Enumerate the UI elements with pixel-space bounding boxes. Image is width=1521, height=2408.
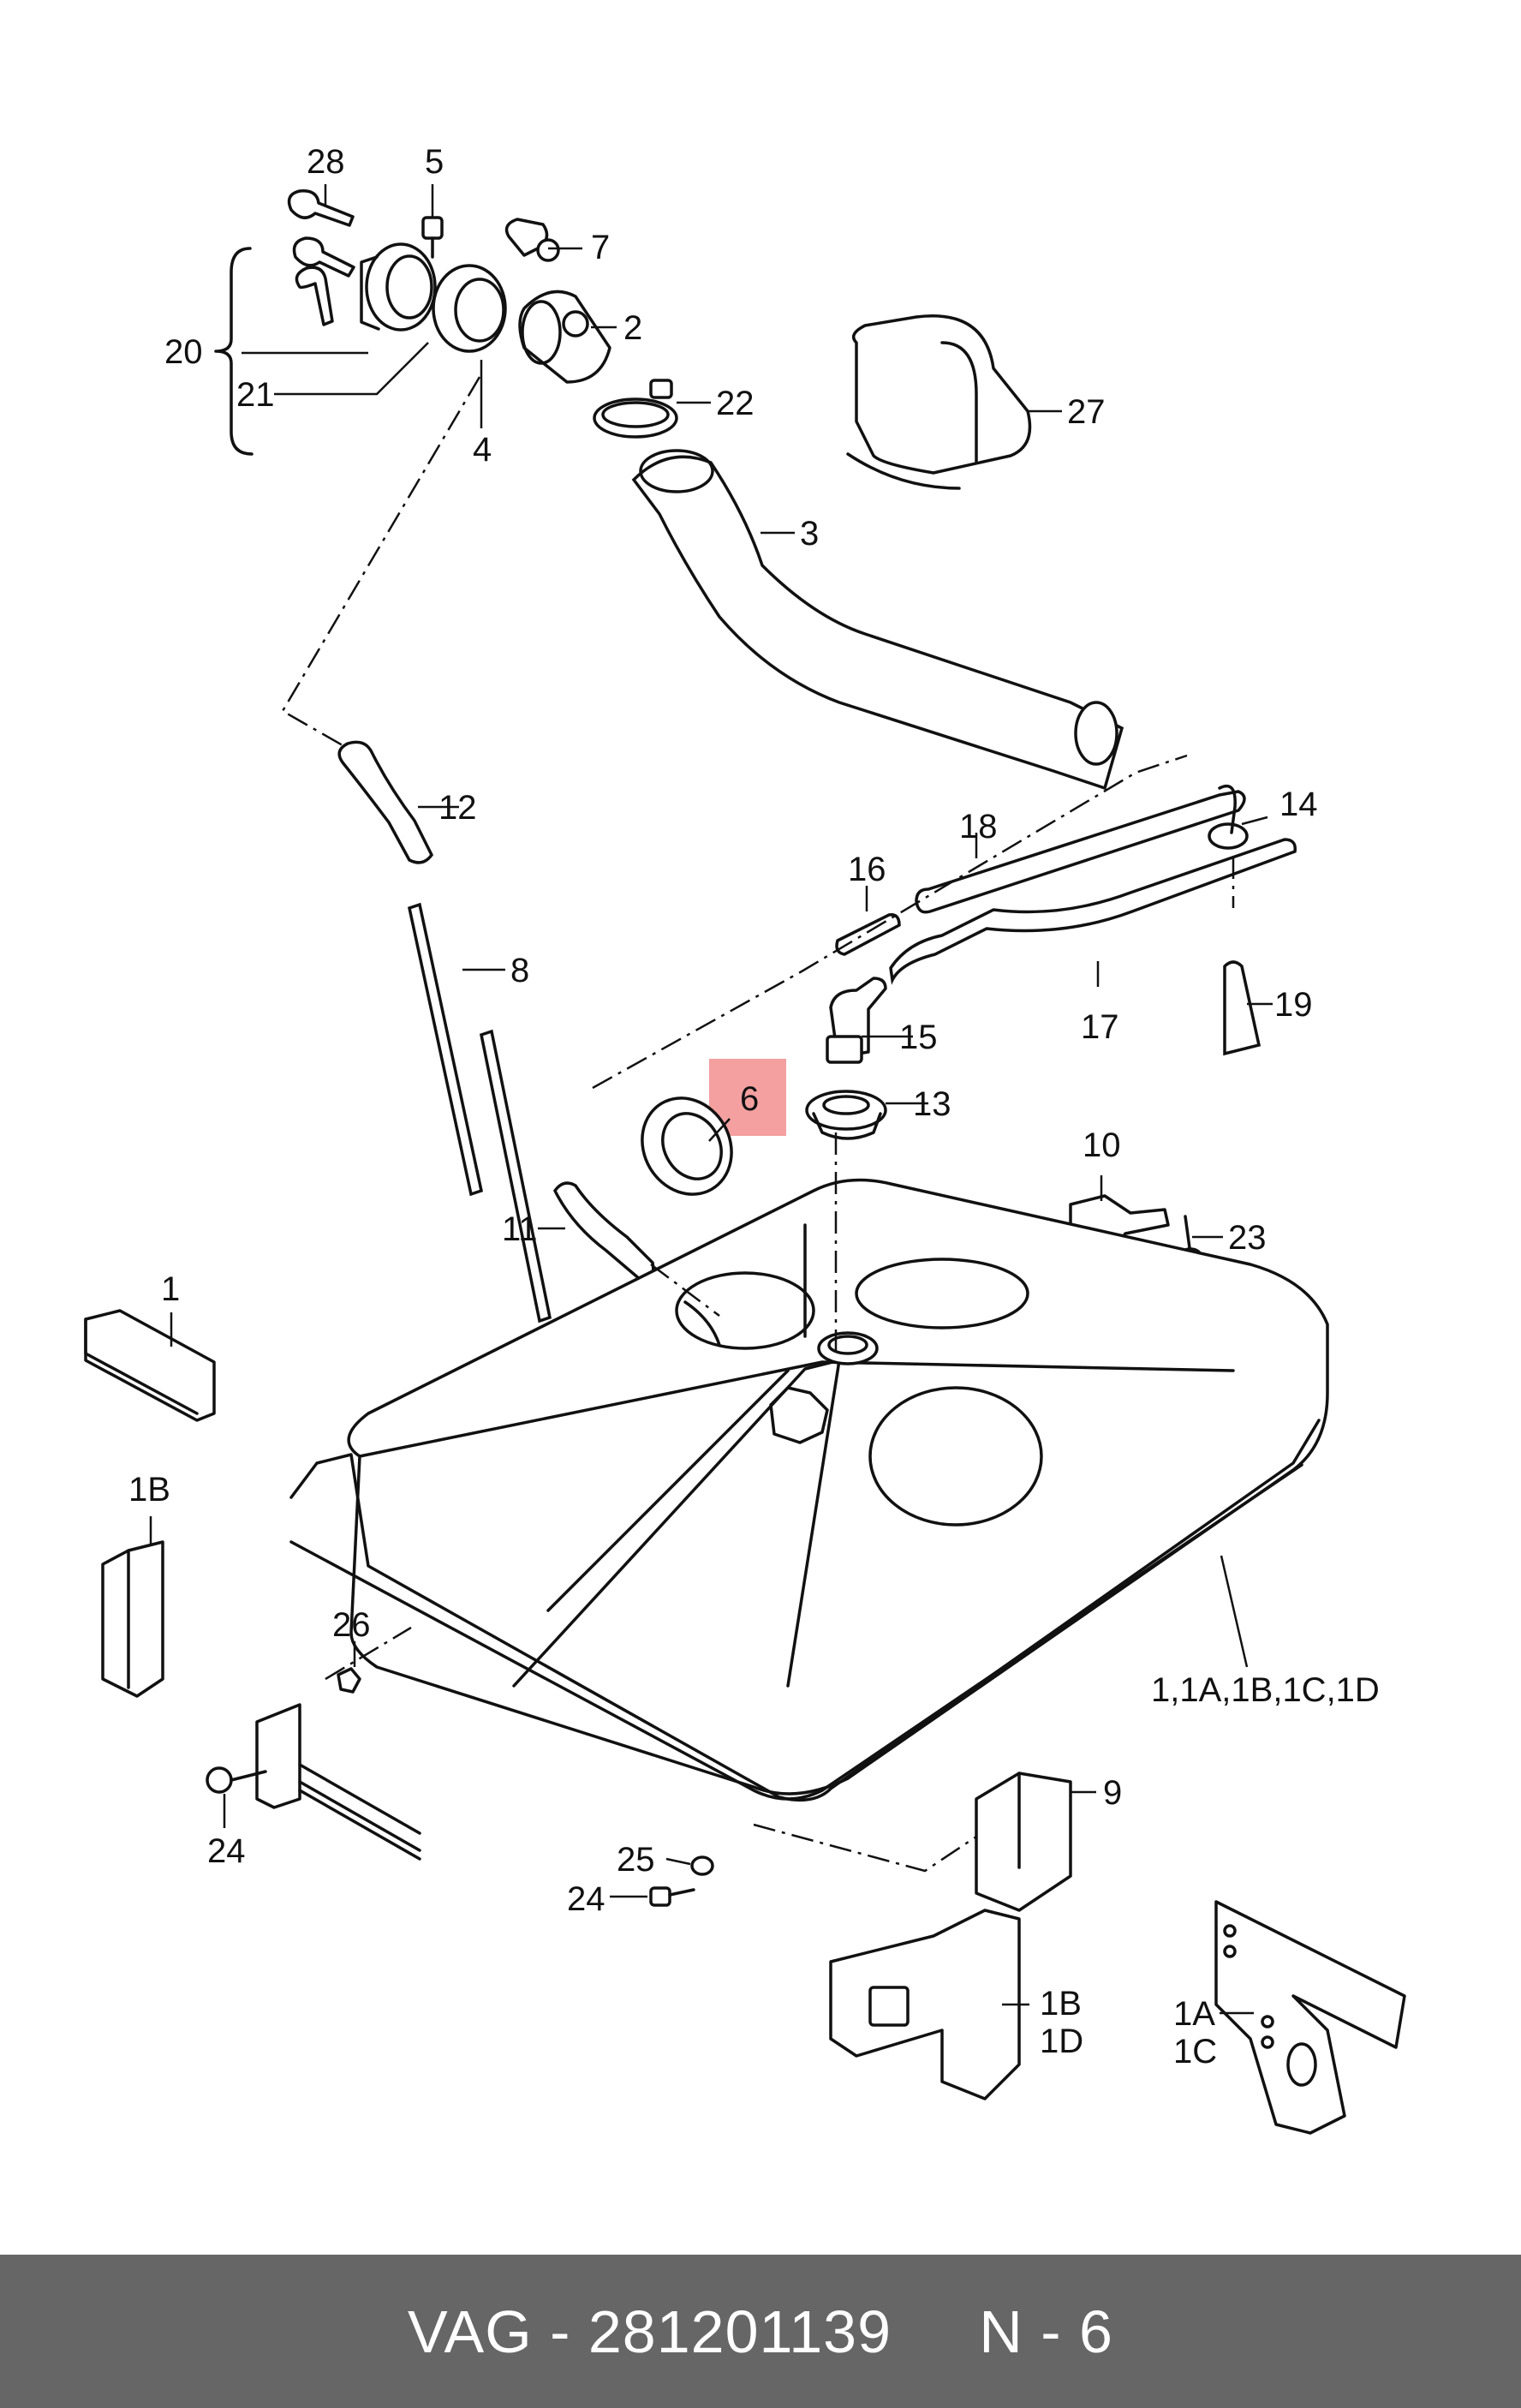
callout-7: 7	[591, 229, 610, 266]
callout-17: 17	[1081, 1008, 1119, 1046]
filler-hose-3	[631, 455, 1124, 791]
callout-13: 13	[913, 1085, 951, 1123]
pipe-8-lower	[479, 1029, 552, 1324]
hose-12	[337, 740, 434, 864]
bracket-9	[975, 1772, 1072, 1912]
callout-26: 26	[332, 1606, 371, 1644]
callout-28: 28	[307, 143, 345, 181]
keys-20	[292, 236, 355, 326]
callout-25: 25	[617, 1841, 655, 1879]
callout-1C: 1C	[1173, 2033, 1217, 2070]
callout-23: 23	[1228, 1219, 1267, 1257]
hose-11	[552, 1181, 655, 1282]
grommet-13	[805, 1090, 887, 1140]
filler-neck-2	[518, 290, 611, 384]
line-18	[915, 790, 1246, 914]
callout-11: 11	[502, 1210, 538, 1248]
valve-15	[826, 977, 887, 1064]
bolt-24-washer-25	[649, 1855, 714, 1907]
hose-top-3	[639, 449, 714, 493]
callout-21: 21	[236, 376, 275, 414]
callout-1B: 1B	[128, 1471, 170, 1509]
parts-diagram: 28 5 7 2 20 21 4 22 27 3 12 14 18 16 8 1…	[84, 143, 1406, 2135]
callout-12: 12	[438, 789, 477, 827]
callout-10: 10	[1083, 1126, 1121, 1164]
callout-22: 22	[716, 385, 755, 422]
callout-19: 19	[1274, 986, 1313, 1024]
callout-20: 20	[164, 333, 203, 371]
callout-1A: 1A	[1173, 1995, 1215, 2033]
callout-1B-bottom: 1B	[1040, 1985, 1082, 2023]
pipe-8-upper	[407, 902, 484, 1197]
cover-27	[846, 314, 1032, 490]
callout-6: 6	[740, 1080, 759, 1118]
callout-3: 3	[800, 515, 819, 553]
callout-14: 14	[1279, 786, 1318, 823]
bracket-20	[214, 247, 254, 456]
line-17	[889, 838, 1297, 985]
ref-line-9	[753, 1823, 977, 1873]
gasket-4	[432, 264, 507, 353]
part-1	[84, 1309, 216, 1422]
callout-1: 1	[161, 1270, 180, 1308]
bracket-26-24	[206, 1667, 421, 1861]
callout-5: 5	[425, 143, 444, 181]
ref-line-left	[281, 376, 481, 747]
part-1B	[101, 1540, 164, 1698]
callout-18: 18	[959, 808, 998, 845]
ref-line-tank	[592, 754, 1188, 1090]
callout-24-bottom: 24	[567, 1880, 605, 1918]
key-28	[287, 189, 355, 227]
callout-15: 15	[899, 1019, 938, 1056]
grommet-14	[1208, 784, 1249, 850]
vent-valve-7	[504, 218, 560, 262]
leader-lines	[149, 184, 1273, 2015]
callout-16: 16	[848, 851, 886, 888]
callout-24-left: 24	[207, 1832, 246, 1870]
callout-27: 27	[1067, 393, 1106, 431]
fuel-tank	[289, 1178, 1329, 1802]
callout-2: 2	[623, 309, 642, 347]
hose-16	[835, 913, 901, 956]
bracket-1A-1C	[1214, 1900, 1406, 2135]
bracket-1B-1D	[829, 1909, 1021, 2100]
part-number-caption: VAG - 281201139 N - 6	[408, 2297, 1113, 2365]
screw-5	[421, 216, 444, 259]
hose-end-3	[1074, 701, 1118, 766]
hose-19	[1223, 960, 1262, 1056]
ref-line-11	[650, 1264, 720, 1317]
callout-1D: 1D	[1040, 2023, 1083, 2060]
ref-line-26	[325, 1626, 412, 1681]
footer-bar: VAG - 281201139 N - 6	[0, 2255, 1521, 2408]
callout-8: 8	[510, 952, 529, 989]
callout-1-1A-1B-1C-1D: 1,1A,1B,1C,1D	[1151, 1671, 1380, 1709]
filler-cap-21	[360, 242, 437, 332]
callout-9: 9	[1103, 1774, 1122, 1812]
hose-clamp-22	[593, 379, 678, 439]
callout-4: 4	[473, 431, 492, 469]
